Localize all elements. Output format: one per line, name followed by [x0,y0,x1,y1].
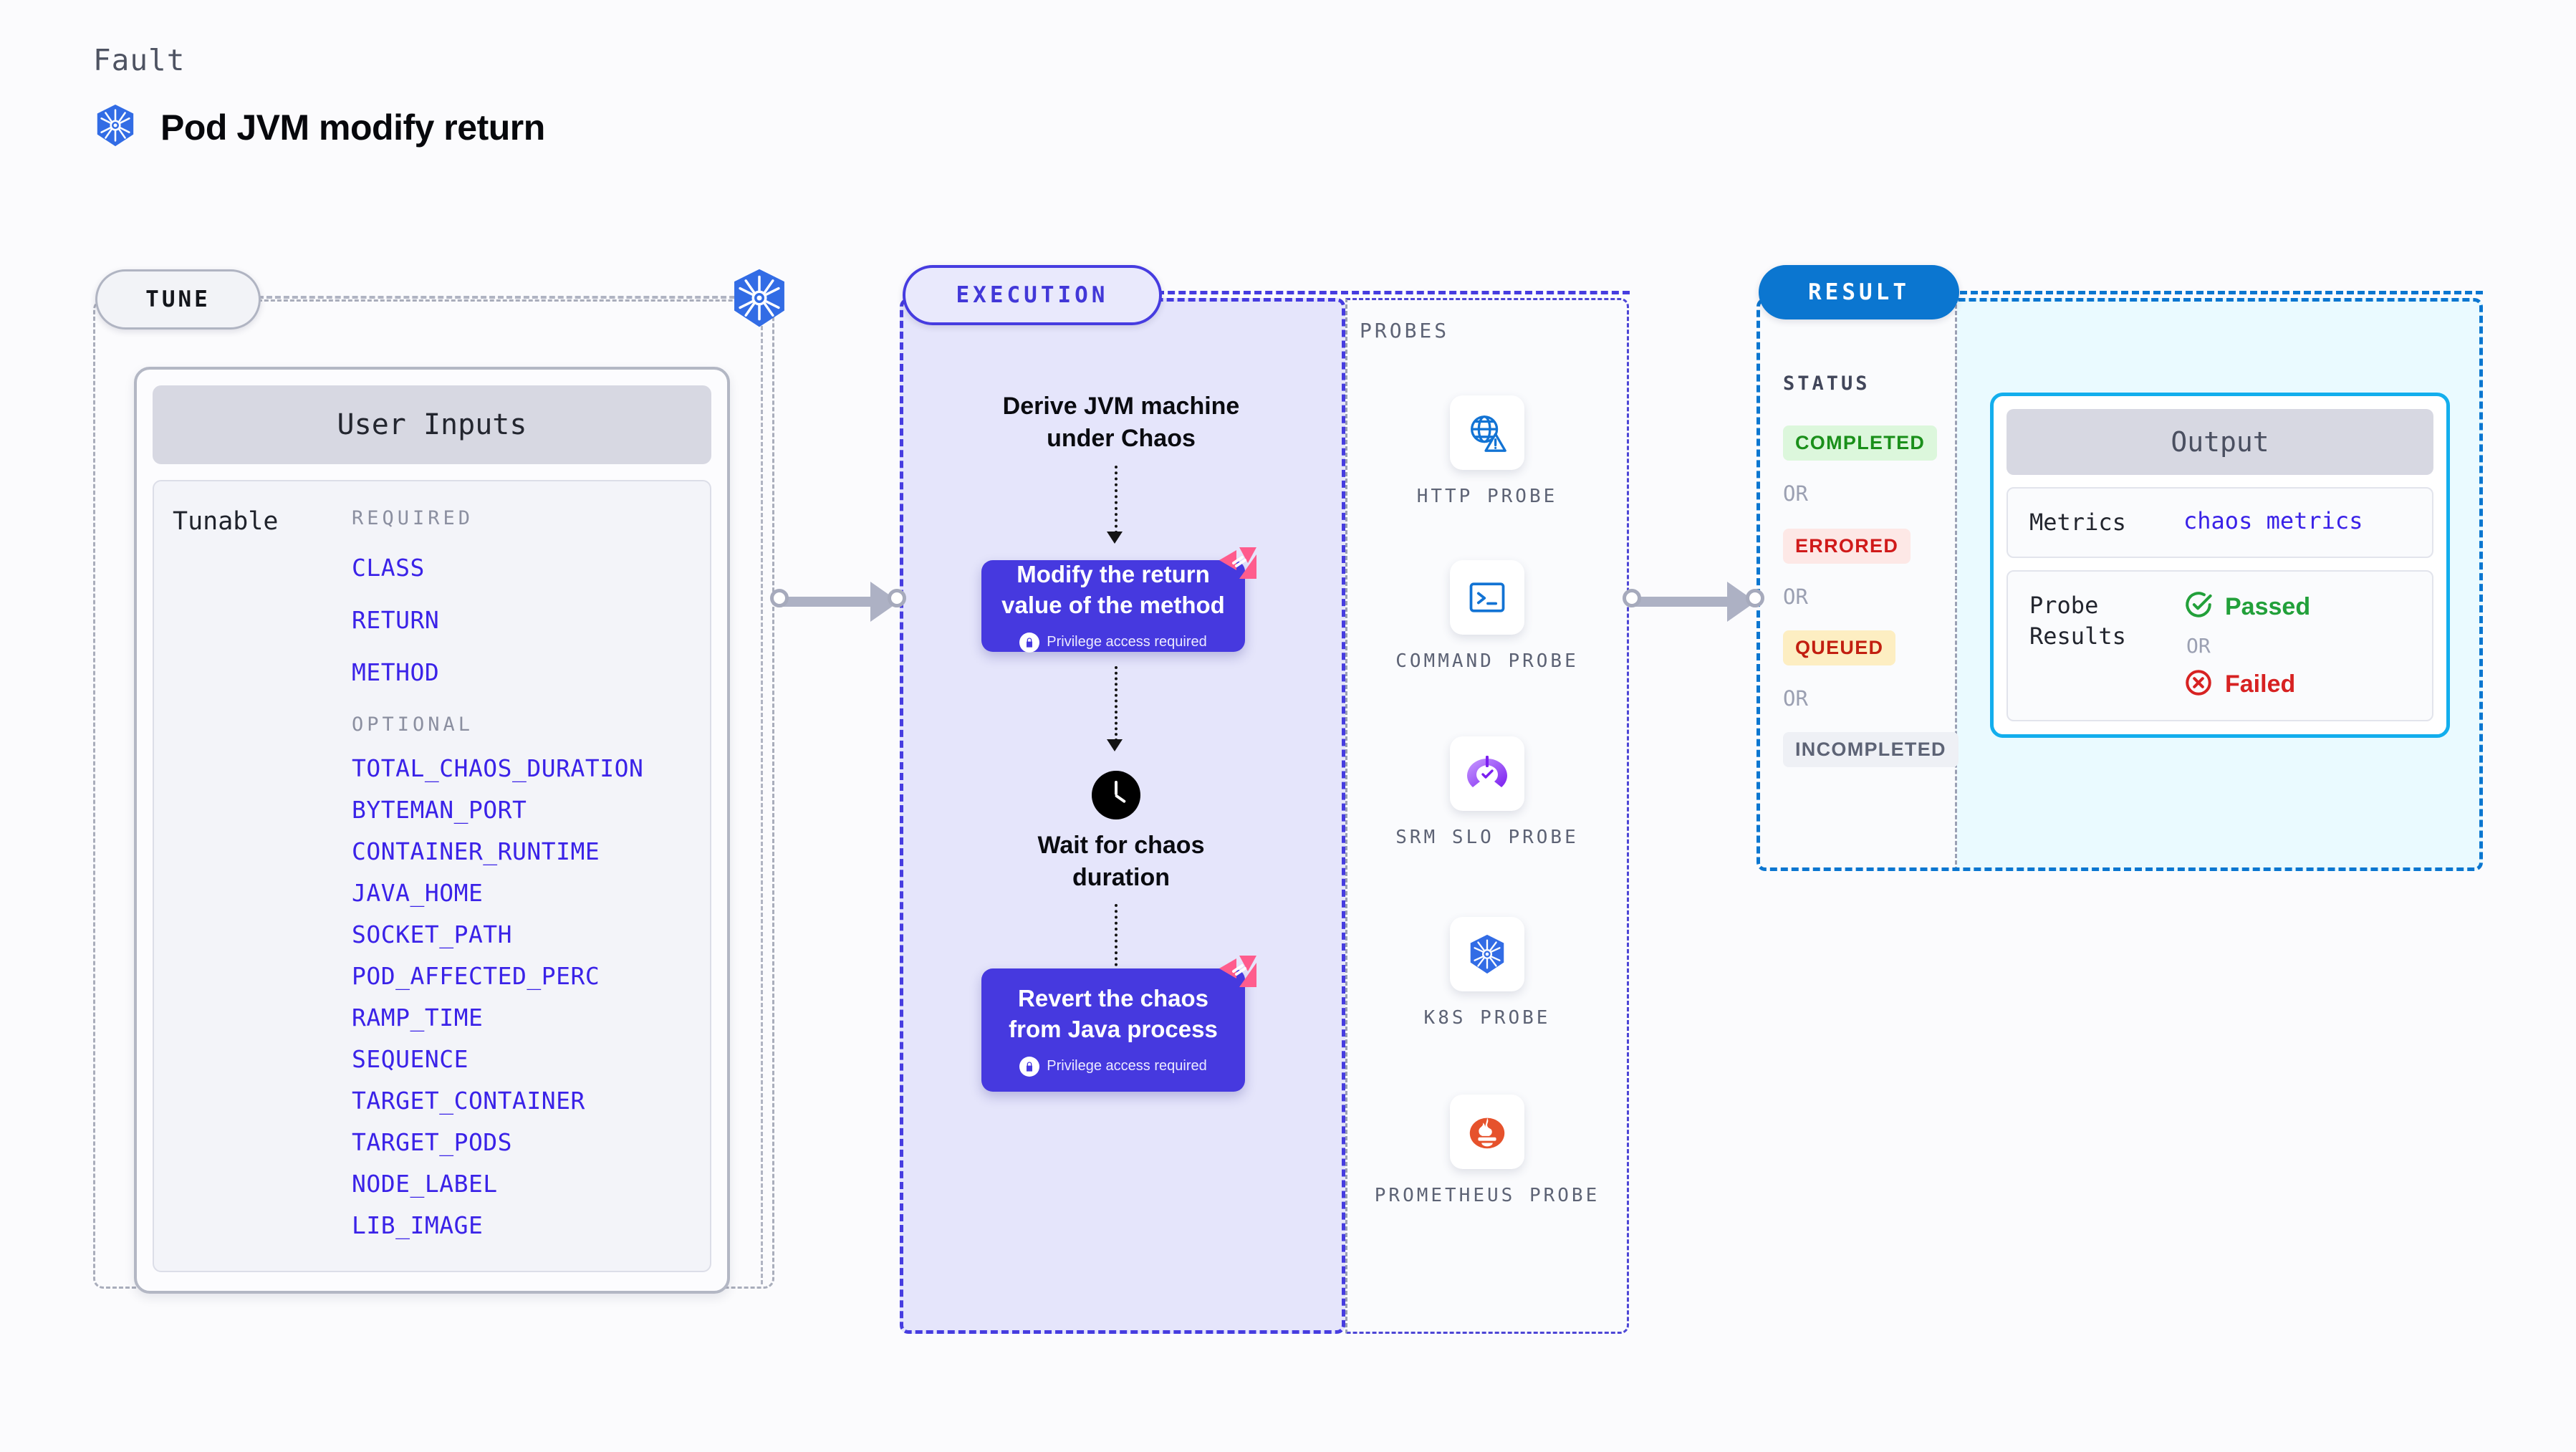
tune-pill[interactable]: TUNE [95,269,261,330]
privilege-note-text: Privilege access required [1047,1058,1207,1074]
result-connector-dash [1960,291,2483,294]
metrics-value[interactable]: chaos metrics [2183,507,2363,534]
probe-item-k8s[interactable]: K8S PROBE [1345,917,1629,1031]
or-label: OR [1783,585,1808,609]
arrow-line [1115,666,1118,741]
user-inputs-title: User Inputs [153,385,711,464]
harness-icon [1218,953,1258,990]
required-heading: REQUIRED [352,507,474,529]
privilege-note: Privilege access required [1019,1056,1207,1077]
or-label: OR [1783,686,1808,711]
arrow-head-icon [1107,739,1123,751]
list-item[interactable]: RAMP_TIME [352,1004,484,1032]
user-inputs-card: User Inputs Tunable REQUIRED CLASS RETUR… [134,367,730,1294]
list-item[interactable]: BYTEMAN_PORT [352,796,527,824]
optional-param-list: TOTAL_CHAOS_DURATION BYTEMAN_PORT CONTAI… [352,754,691,1239]
execution-pill[interactable]: EXECUTION [903,265,1162,325]
slo-gauge-icon [1450,736,1524,811]
probe-item-prometheus[interactable]: PROMETHEUS PROBE [1345,1095,1629,1208]
clock-icon [1092,771,1140,819]
lock-icon [1019,1056,1040,1077]
metrics-label: Metrics [2029,509,2126,536]
probe-result-passed-text: Passed [2225,593,2311,621]
output-metrics-row: Metrics chaos metrics [2007,487,2433,559]
tunable-box: Tunable REQUIRED CLASS RETURN METHOD OPT… [153,480,711,1272]
output-title: Output [2007,409,2433,475]
terminal-icon [1450,560,1524,635]
kubernetes-icon [93,103,138,151]
status-badge: INCOMPLETED [1783,732,1959,767]
arrow-head-icon [1107,532,1123,544]
execution-connector-dash [1157,291,1630,294]
probe-label: HTTP PROBE [1416,486,1558,507]
list-item[interactable]: SEQUENCE [352,1045,468,1073]
probe-result-passed: Passed [2183,590,2310,624]
tune-connector-dash [258,296,752,299]
probe-result-failed-text: Failed [2225,670,2296,698]
fault-eyebrow-label: Fault [93,43,186,77]
list-item[interactable]: TARGET_PODS [352,1128,513,1156]
privilege-note-text: Privilege access required [1047,634,1207,650]
required-param-list: CLASS RETURN METHOD [352,554,691,686]
probe-item-http[interactable]: HTTP PROBE [1345,395,1629,509]
probe-item-srm-slo[interactable]: SRM SLO PROBE [1345,736,1629,850]
probe-label: K8S PROBE [1423,1007,1551,1029]
list-item[interactable]: CONTAINER_RUNTIME [352,837,600,865]
kubernetes-icon [729,267,790,329]
status-heading: STATUS [1783,372,1870,395]
result-status-column [1756,298,1957,871]
tune-vertical-dash [761,326,763,1284]
list-item[interactable]: SOCKET_PATH [352,920,513,948]
status-badge: QUEUED [1783,630,1896,665]
list-item[interactable]: LIB_IMAGE [352,1211,484,1239]
status-badge: ERRORED [1783,529,1911,564]
fault-title-row: Pod JVM modify return [93,103,545,151]
list-item[interactable]: RETURN [352,606,440,634]
result-pill[interactable]: RESULT [1759,265,1959,319]
probe-label: PROMETHEUS PROBE [1374,1185,1600,1206]
result-region [1756,298,2483,871]
optional-heading: OPTIONAL [352,713,474,736]
list-item[interactable]: TARGET_CONTAINER [352,1087,585,1115]
list-item[interactable]: TOTAL_CHAOS_DURATION [352,754,644,782]
x-circle-icon [2183,668,2214,701]
tunable-params-column: REQUIRED CLASS RETURN METHOD OPTIONAL TO… [352,507,691,1239]
probe-item-command[interactable]: COMMAND PROBE [1345,560,1629,674]
probe-results-values: Passed OR Failed [2183,590,2310,701]
arrow-line [1115,904,1118,972]
or-label: OR [2186,634,2211,658]
globe-warning-icon [1450,395,1524,470]
prometheus-icon [1450,1095,1524,1169]
probe-label: COMMAND PROBE [1395,650,1579,672]
or-label: OR [1783,481,1808,506]
probes-heading: PROBES [1360,319,1450,342]
status-badge: COMPLETED [1783,425,1938,461]
list-item[interactable]: METHOD [352,658,440,686]
tunable-label: Tunable [173,507,279,536]
list-item[interactable]: POD_AFFECTED_PERC [352,962,600,990]
list-item[interactable]: CLASS [352,554,425,582]
check-circle-icon [2183,590,2214,624]
kubernetes-icon [1450,917,1524,991]
privilege-note: Privilege access required [1019,632,1207,653]
probe-result-failed: Failed [2183,668,2310,701]
arrow-line [1115,466,1118,534]
page-header: Fault Pod JV [93,43,545,151]
list-item[interactable]: NODE_LABEL [352,1170,498,1198]
page-title: Pod JVM modify return [160,107,545,148]
lock-icon [1019,632,1040,653]
harness-icon [1218,544,1258,582]
probe-label: SRM SLO PROBE [1395,827,1579,848]
list-item[interactable]: JAVA_HOME [352,879,484,907]
